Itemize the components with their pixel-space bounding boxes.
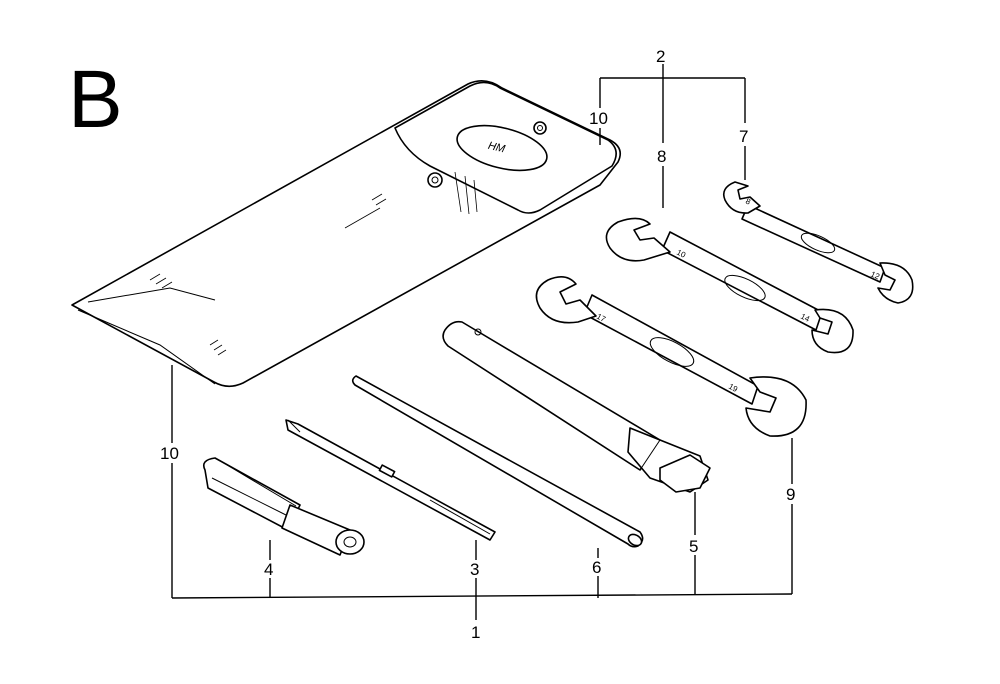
bag-logo-text: HM (487, 140, 507, 156)
section-letter: B (68, 54, 123, 145)
wrench-8x12: 8 12 (722, 181, 914, 304)
wrench-8-size-b: 14 (799, 312, 811, 324)
wrench-7-size-b: 12 (869, 270, 881, 282)
tommy-bar (351, 375, 644, 548)
screwdriver-handle (202, 457, 365, 556)
callout-3: 3 (470, 560, 479, 579)
callout-6: 6 (592, 558, 601, 577)
callout-1: 1 (471, 623, 480, 642)
wrench-8-size-a: 10 (675, 248, 687, 260)
callout-8: 8 (657, 147, 666, 166)
callout-7: 7 (739, 127, 748, 146)
callout-10-left: 10 (160, 444, 179, 463)
leader-lines (171, 64, 793, 620)
wrench-17x19: 17 19 (535, 276, 807, 437)
wrench-10x14: 10 14 (605, 217, 854, 354)
wrench-7-size-a: 8 (744, 197, 752, 207)
callout-9: 9 (786, 485, 795, 504)
box-spanner (442, 320, 711, 493)
callout-10-top: 10 (589, 109, 608, 128)
callout-5: 5 (689, 537, 698, 556)
screwdriver-blade (285, 419, 496, 541)
callout-2: 2 (656, 47, 665, 66)
callout-4: 4 (264, 560, 273, 579)
tool-bag: HM (71, 80, 621, 388)
